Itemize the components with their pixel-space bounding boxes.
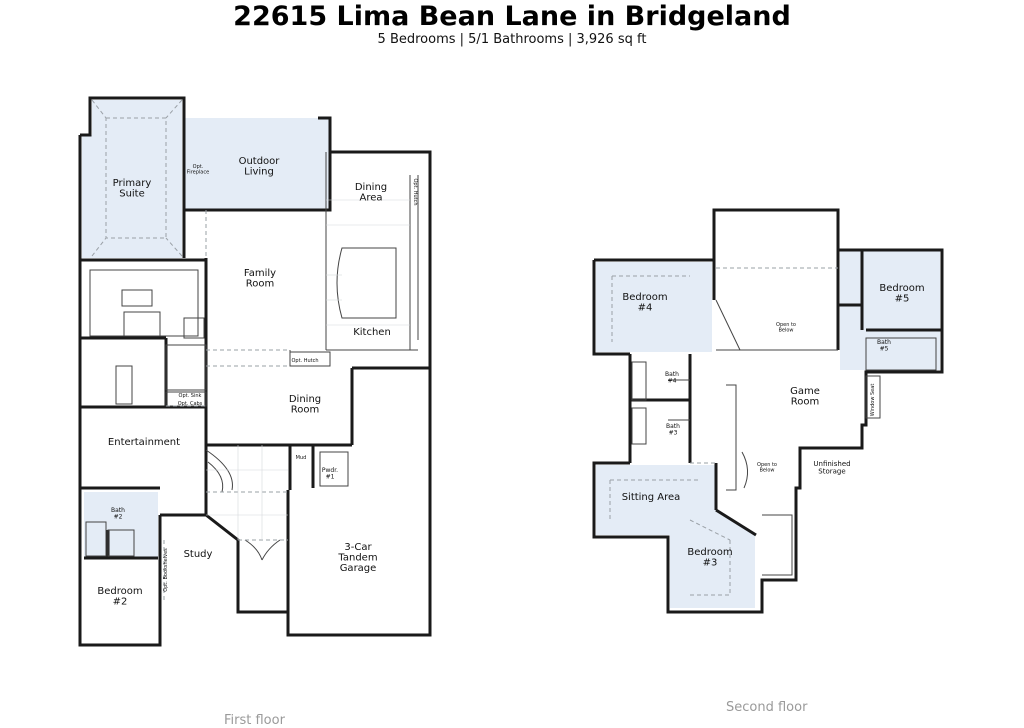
room-opt-hutch-right: Opt. Hutch [412, 178, 418, 205]
room-opt-bookshelves: Opt. Bookshelves [163, 548, 169, 592]
second-floor-walls [592, 208, 944, 614]
room-mud: Mud [296, 455, 307, 461]
page-title: 22615 Lima Bean Lane in Bridgeland [233, 1, 791, 32]
second-floor-caption: Second floor [726, 700, 808, 715]
room-study: Study [184, 549, 213, 560]
room-bath4: Bath#4 [665, 371, 679, 384]
second-floor-interior [631, 299, 937, 576]
room-bath2: Bath#2 [111, 507, 125, 520]
bath2-shade [84, 492, 158, 558]
bedroom5-shade [840, 250, 940, 370]
room-bedroom2: Bedroom#2 [97, 586, 142, 608]
second-floor-dashes [609, 267, 838, 596]
bedroom4-shade [596, 262, 712, 352]
room-opt-hutch: Opt. Hutch [291, 358, 318, 364]
room-bedroom4: Bedroom#4 [622, 292, 667, 314]
page-subtitle: 5 Bedrooms | 5/1 Bathrooms | 3,926 sq ft [377, 32, 647, 47]
room-bedroom5: Bedroom#5 [879, 283, 924, 305]
room-kitchen: Kitchen [353, 327, 391, 338]
room-pwdr: Pwdr.#1 [322, 467, 338, 480]
room-entertainment: Entertainment [108, 437, 180, 448]
room-opt-cabs: Opt. Cabs [178, 401, 203, 407]
first-floor-dashes [91, 99, 290, 600]
shaded-zones [82, 100, 329, 558]
first-floor-caption: First floor [224, 713, 285, 728]
tile-grid [206, 199, 410, 540]
room-bath5: Bath#5 [877, 339, 891, 352]
outdoor-living-shade [184, 118, 329, 210]
room-bath3: Bath#3 [666, 423, 680, 436]
room-bedroom3: Bedroom#3 [687, 547, 732, 569]
room-opt-sink: Opt. Sink [179, 393, 202, 399]
room-window-seat: Window Seat [870, 384, 876, 417]
first-floor-interior [85, 152, 419, 561]
room-sitting-area: Sitting Area [622, 492, 681, 503]
primary-suite-shade [82, 100, 182, 258]
room-opt-fireplace: Opt.Fireplace [187, 164, 209, 175]
first-floor-walls [78, 96, 432, 647]
